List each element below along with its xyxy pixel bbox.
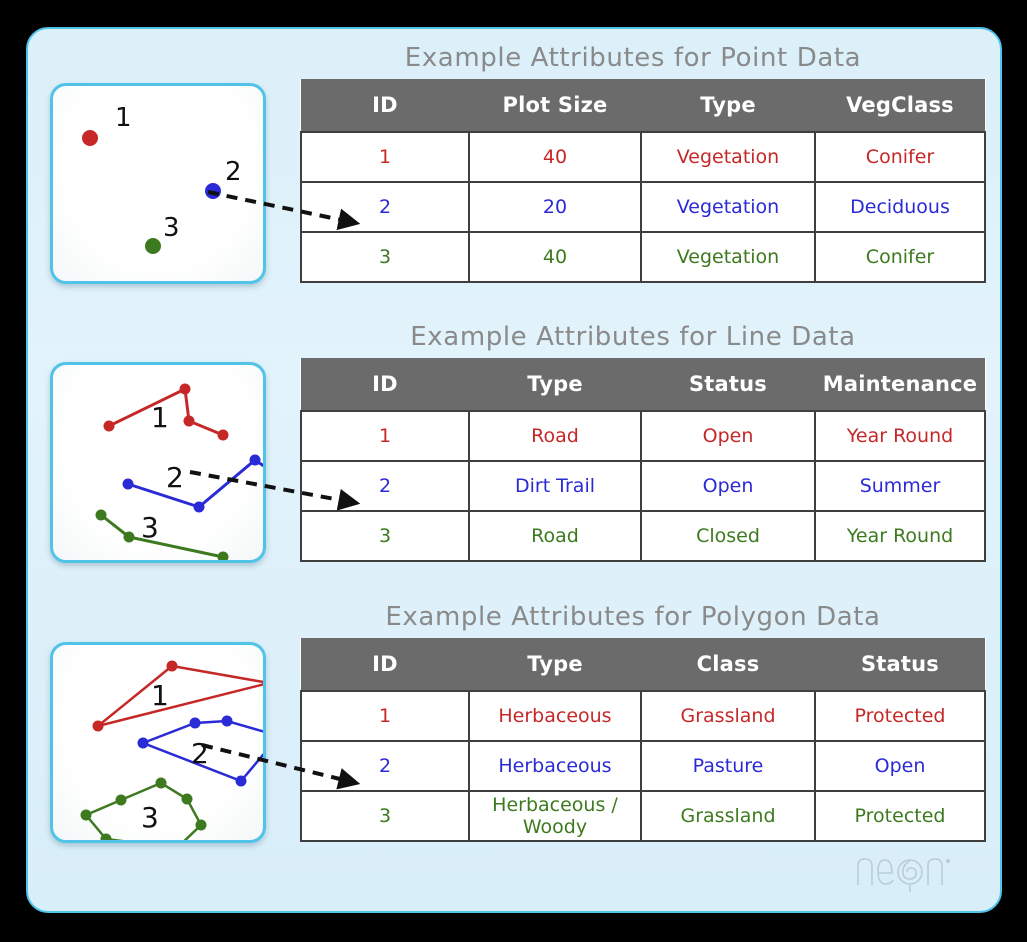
point-geometry-svg: 1 2 3 (82, 103, 242, 254)
section-title-polygon: Example Attributes for Polygon Data (385, 602, 881, 632)
cell-d: Year Round (814, 410, 986, 462)
column-header-c: Type (641, 79, 815, 132)
table-row: 3 Road Closed Year Round (300, 510, 986, 562)
cell-c: Pasture (640, 740, 816, 792)
cell-id: 2 (300, 460, 470, 512)
table-row: 1 Herbaceous Grassland Protected (300, 690, 986, 742)
point-label-3: 3 (163, 213, 180, 243)
line-label-2: 2 (166, 461, 184, 494)
section-title-point: Example Attributes for Point Data (404, 43, 862, 73)
cell-c: Open (640, 410, 816, 462)
table-header-row: ID Type Status Maintenance (301, 358, 985, 411)
cell-d: Open (814, 740, 986, 792)
cell-b: 20 (468, 181, 642, 233)
line-feature-1 (103, 383, 229, 441)
table-row: 3 40 Vegetation Conifer (300, 231, 986, 283)
column-header-c: Class (641, 638, 815, 691)
cell-d: Summer (814, 460, 986, 512)
cell-c: Grassland (640, 790, 816, 842)
cell-b: 40 (468, 131, 642, 183)
cell-b: Dirt Trail (468, 460, 642, 512)
cell-b: Herbaceous (468, 740, 642, 792)
table-row: 3 Herbaceous / Woody Grassland Protected (300, 790, 986, 842)
cell-d: Protected (814, 690, 986, 742)
cell-d: Deciduous (814, 181, 986, 233)
table-row: 2 Dirt Trail Open Summer (300, 460, 986, 512)
column-header-b: Type (469, 638, 641, 691)
table-header-row: ID Plot Size Type VegClass (301, 79, 985, 132)
table-row: 1 40 Vegetation Conifer (300, 131, 986, 183)
cell-c: Closed (640, 510, 816, 562)
column-header-d: Status (815, 638, 985, 691)
table-row: 2 Herbaceous Pasture Open (300, 740, 986, 792)
column-header-id: ID (301, 79, 469, 132)
line-geometry-svg: 1 2 3 (95, 383, 263, 560)
column-header-b: Type (469, 358, 641, 411)
point-feature-1 (82, 130, 98, 146)
cell-c: Vegetation (640, 131, 816, 183)
cell-id: 3 (300, 231, 470, 283)
point-label-2: 2 (225, 157, 242, 187)
polygon-data-thumbnail: 1 2 (50, 642, 266, 843)
column-header-b: Plot Size (469, 79, 641, 132)
cell-d: Conifer (814, 231, 986, 283)
line-label-3: 3 (141, 511, 159, 544)
line-label-1: 1 (151, 401, 169, 434)
cell-d: Protected (814, 790, 986, 842)
table-row: 1 Road Open Year Round (300, 410, 986, 462)
cell-b: Herbaceous / Woody (468, 790, 642, 842)
cell-id: 2 (300, 740, 470, 792)
cell-id: 3 (300, 790, 470, 842)
point-label-1: 1 (115, 103, 132, 133)
cell-b: Herbaceous (468, 690, 642, 742)
line-feature-3 (95, 509, 229, 560)
column-header-id: ID (301, 358, 469, 411)
line-data-thumbnail: 1 2 3 (50, 362, 266, 563)
cell-d: Year Round (814, 510, 986, 562)
cell-d: Conifer (814, 131, 986, 183)
cell-b: Road (468, 410, 642, 462)
polygon-attribute-table: ID Type Class Status 1 Herbaceous Grassl… (300, 638, 986, 842)
line-attribute-table: ID Type Status Maintenance 1 Road Open Y… (300, 358, 986, 562)
polygon-attribute-table-wrap: ID Type Class Status 1 Herbaceous Grassl… (300, 638, 986, 842)
cell-b: 40 (468, 231, 642, 283)
cell-c: Vegetation (640, 181, 816, 233)
neon-logo-icon (857, 858, 950, 892)
polygon-feature-3 (80, 777, 207, 840)
cell-c: Open (640, 460, 816, 512)
table-header-row: ID Type Class Status (301, 638, 985, 691)
polygon-label-2: 2 (191, 737, 209, 770)
line-attribute-table-wrap: ID Type Status Maintenance 1 Road Open Y… (300, 358, 986, 562)
polygon-geometry-svg: 1 2 (80, 660, 263, 840)
cell-id: 1 (300, 131, 470, 183)
polygon-label-3: 3 (141, 801, 159, 834)
cell-id: 1 (300, 690, 470, 742)
infographic-card: Example Attributes for Point Data 1 2 3 (26, 27, 1002, 913)
polygon-feature-1 (92, 660, 263, 732)
point-feature-3 (145, 238, 161, 254)
cell-id: 2 (300, 181, 470, 233)
section-title-line: Example Attributes for Line Data (410, 322, 856, 352)
point-attribute-table-wrap: ID Plot Size Type VegClass 1 40 Vegetati… (300, 79, 986, 283)
cell-b: Road (468, 510, 642, 562)
point-attribute-table: ID Plot Size Type VegClass 1 40 Vegetati… (300, 79, 986, 283)
column-header-id: ID (301, 638, 469, 691)
neon-logo-dot (946, 859, 950, 863)
column-header-d: VegClass (815, 79, 985, 132)
polygon-label-1: 1 (151, 679, 169, 712)
column-header-d: Maintenance (815, 358, 985, 411)
cell-id: 3 (300, 510, 470, 562)
cell-c: Grassland (640, 690, 816, 742)
neon-logo (852, 849, 964, 893)
line-feature-2 (122, 454, 263, 513)
table-row: 2 20 Vegetation Deciduous (300, 181, 986, 233)
point-data-thumbnail: 1 2 3 (50, 83, 266, 284)
cell-c: Vegetation (640, 231, 816, 283)
point-feature-2 (205, 183, 221, 199)
column-header-c: Status (641, 358, 815, 411)
cell-id: 1 (300, 410, 470, 462)
